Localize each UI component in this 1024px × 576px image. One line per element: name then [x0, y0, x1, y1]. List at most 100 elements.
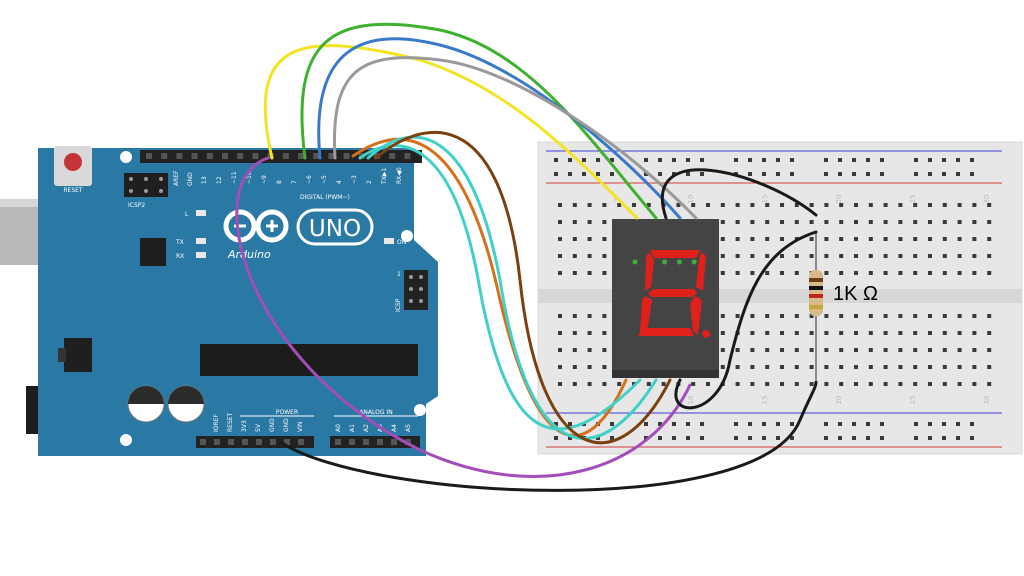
rail-hole — [824, 422, 828, 426]
bb-hole — [558, 237, 562, 241]
rail-hole — [582, 172, 586, 176]
bb-hole — [617, 382, 622, 386]
bb-hole — [913, 220, 918, 224]
rail-hole — [942, 436, 946, 440]
bb-hole — [972, 220, 977, 224]
bb-hole — [632, 203, 636, 207]
display-pin-dot — [632, 259, 638, 265]
reset-label: RESET — [63, 187, 83, 194]
rail-hole — [956, 172, 960, 176]
icsp-pin-one: 1 — [397, 271, 401, 278]
rail-hole — [734, 436, 738, 440]
rail-hole — [672, 422, 676, 426]
bb-col-number: 30 — [983, 396, 991, 405]
bb-hole — [780, 254, 784, 258]
bb-col-number: 25 — [909, 195, 917, 204]
bb-hole — [987, 348, 992, 352]
rail-hole — [956, 436, 960, 440]
power-label: POWER — [276, 409, 298, 416]
bb-hole — [794, 331, 799, 335]
header-pin — [146, 153, 152, 159]
led-on-label: ON — [397, 239, 406, 246]
rail-hole — [686, 172, 690, 176]
bb-col-number: 15 — [761, 396, 769, 405]
header-pin — [404, 153, 411, 159]
bb-hole — [780, 331, 784, 335]
bb-hole — [898, 203, 903, 207]
bb-hole — [735, 220, 740, 224]
led-on — [384, 238, 394, 244]
rail-hole — [700, 158, 704, 162]
analog-pin-label: A0 — [335, 424, 342, 432]
bb-hole — [558, 348, 562, 352]
header-pin — [343, 153, 350, 159]
bb-hole — [572, 382, 577, 386]
bb-hole — [558, 271, 562, 275]
bb-hole — [720, 254, 725, 258]
bb-hole — [928, 348, 932, 352]
digital-label: DIGITAL (PWM~) — [300, 194, 350, 201]
bb-hole — [839, 331, 844, 335]
rail-hole — [748, 436, 752, 440]
bb-hole — [750, 314, 755, 318]
rail-hole — [824, 172, 828, 176]
bb-hole — [750, 237, 755, 241]
bb-hole — [868, 365, 873, 369]
bb-hole — [587, 331, 592, 335]
bb-hole — [839, 365, 844, 369]
bb-hole — [794, 314, 799, 318]
rail-hole — [762, 422, 766, 426]
bb-hole — [957, 314, 962, 318]
rail-hole — [748, 172, 752, 176]
power-pin-label: GND — [283, 418, 290, 432]
bb-hole — [587, 220, 592, 224]
bb-hole — [587, 203, 592, 207]
bb-hole — [824, 348, 829, 352]
digital-pin-label: 4 — [336, 180, 343, 184]
rail-hole — [700, 422, 704, 426]
display-pin-dot — [691, 259, 697, 265]
bb-hole — [809, 348, 814, 352]
bb-hole — [750, 348, 755, 352]
bb-hole — [987, 271, 992, 275]
bb-hole — [928, 331, 932, 335]
rail-hole — [568, 422, 572, 426]
rail-hole — [554, 422, 558, 426]
bb-hole — [809, 254, 814, 258]
led-rx — [196, 252, 206, 258]
rail-hole — [596, 436, 600, 440]
rail-hole — [610, 158, 614, 162]
bb-hole — [839, 254, 844, 258]
rail-hole — [866, 172, 870, 176]
bb-hole — [957, 382, 962, 386]
bb-hole — [824, 220, 829, 224]
rail-hole — [776, 172, 780, 176]
wire-brown — [374, 131, 672, 445]
bb-hole — [809, 331, 814, 335]
bb-hole — [987, 331, 992, 335]
bb-hole — [750, 331, 755, 335]
rail-hole — [928, 158, 932, 162]
display-pin-dot — [662, 259, 668, 265]
bb-hole — [646, 203, 651, 207]
rail-hole — [970, 436, 974, 440]
bb-hole — [558, 365, 562, 369]
bb-hole — [913, 254, 918, 258]
digital-pin-label: ~6 — [306, 175, 313, 184]
rail-hole — [790, 158, 794, 162]
rail-hole — [644, 436, 648, 440]
bb-hole — [839, 271, 844, 275]
bb-hole — [883, 254, 888, 258]
bb-hole — [987, 203, 992, 207]
rail-hole — [790, 422, 794, 426]
bb-hole — [972, 348, 977, 352]
wire-yellow — [263, 44, 639, 220]
bb-hole — [765, 237, 770, 241]
rail-hole — [762, 436, 766, 440]
seg-f — [645, 252, 654, 291]
led-rx-label: RX — [176, 253, 184, 260]
power-pin-label: IOREF — [213, 414, 220, 432]
bb-hole — [883, 203, 888, 207]
bb-hole — [868, 237, 873, 241]
bb-hole — [587, 271, 592, 275]
